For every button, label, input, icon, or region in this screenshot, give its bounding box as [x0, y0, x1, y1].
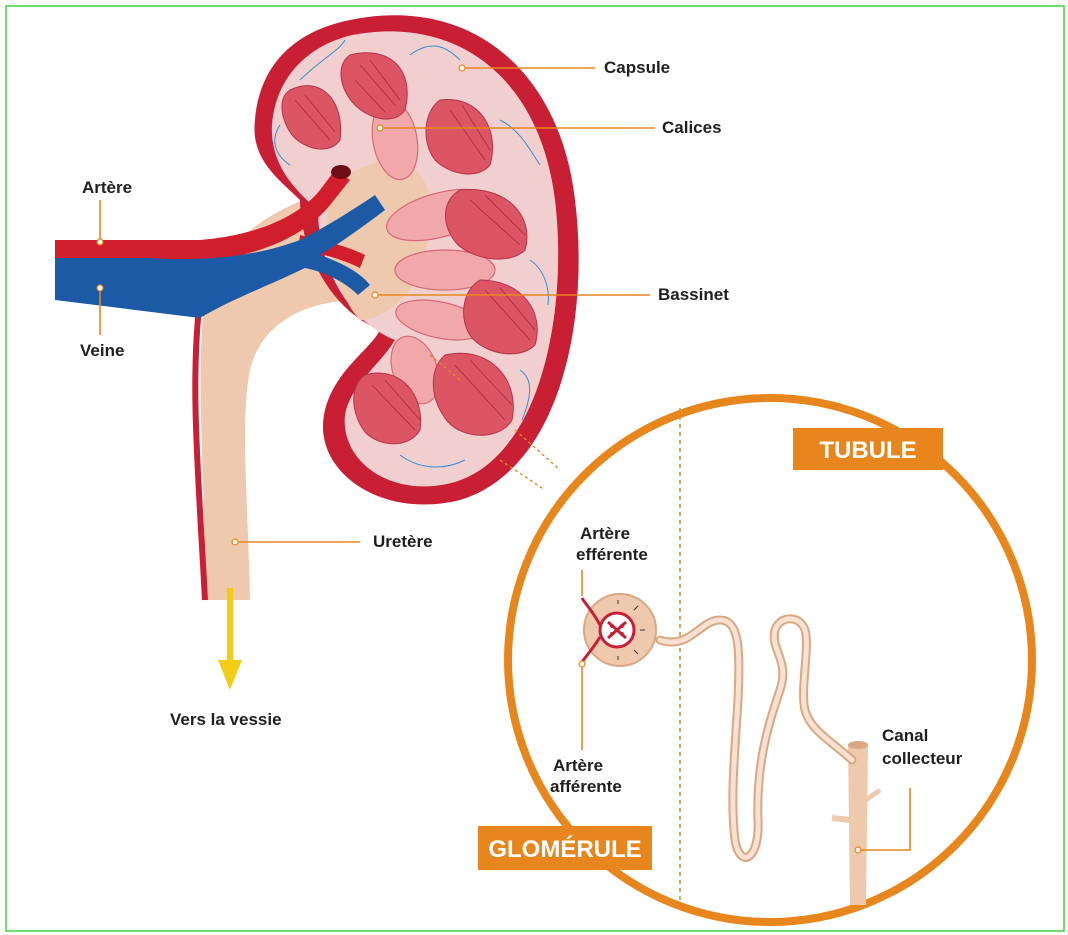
- badge-tubule-text: TUBULE: [819, 437, 916, 464]
- label-canal-collecteur-1: Canal: [882, 726, 928, 745]
- label-artere-afferente-1: Artère: [553, 756, 603, 775]
- label-uretere: Uretère: [373, 532, 433, 551]
- label-canal-collecteur-2: collecteur: [882, 749, 963, 768]
- label-artere: Artère: [82, 178, 132, 197]
- badge-glomerule: GLOMÉRULE: [478, 826, 652, 870]
- kidney: [55, 15, 579, 690]
- label-calices: Calices: [662, 118, 722, 137]
- to-bladder-arrow: [218, 588, 242, 690]
- label-artere-efferente-2: efférente: [576, 545, 648, 564]
- nephron-zoom: TUBULE GLOMÉRULE Artère efférente Artère…: [478, 398, 1032, 922]
- label-capsule: Capsule: [604, 58, 670, 77]
- label-bassinet: Bassinet: [658, 285, 729, 304]
- label-artere-efferente-1: Artère: [580, 524, 630, 543]
- artery-cut: [331, 165, 351, 179]
- badge-glomerule-text: GLOMÉRULE: [488, 835, 641, 863]
- collecting-duct: [848, 745, 868, 905]
- label-vers-vessie: Vers la vessie: [170, 710, 282, 729]
- label-veine: Veine: [80, 341, 124, 360]
- badge-tubule: TUBULE: [793, 428, 943, 470]
- label-artere-afferente-2: afférente: [550, 777, 622, 796]
